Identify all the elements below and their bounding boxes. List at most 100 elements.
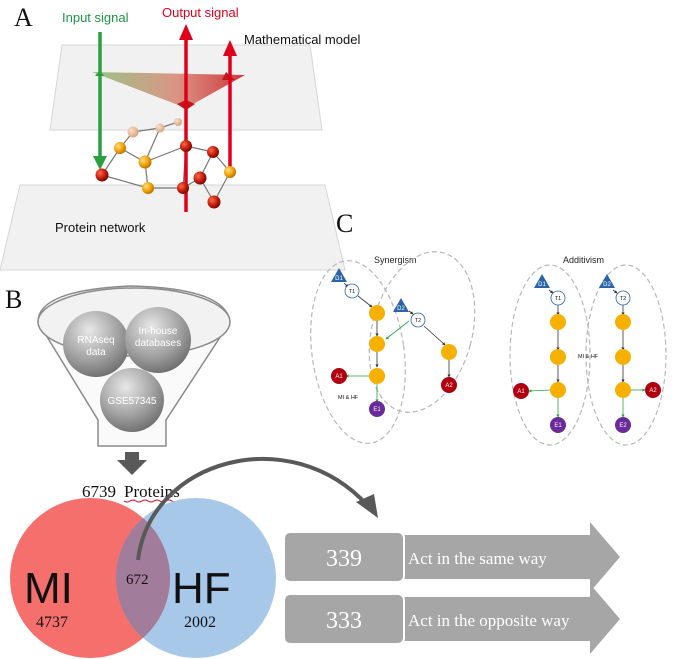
input-arrow-head xyxy=(93,156,107,170)
synergism-d1-label: D1 xyxy=(335,276,343,282)
additivism-e2-node xyxy=(615,417,631,433)
additivism-t1-label: T1 xyxy=(555,296,561,302)
additivism-t1-node xyxy=(550,290,566,306)
venn-hf-label: HF xyxy=(172,564,231,613)
panel-b-letter: B xyxy=(5,285,22,314)
synergism-e1-node xyxy=(369,401,385,417)
venn-hf-count: 2002 xyxy=(184,614,216,631)
additivism-title: Additivism xyxy=(563,255,604,265)
synergism-d1-triangle xyxy=(331,268,347,282)
venn-mi-label: MI xyxy=(24,564,73,613)
additivism-diagram: Additivism D1 T1 xyxy=(509,255,667,446)
panel-b: B RNAseq data In-house databases GSE5734… xyxy=(5,285,620,658)
output-signal-label: Output signal xyxy=(162,5,239,20)
network-node xyxy=(207,146,219,158)
inhouse-sphere xyxy=(125,307,191,373)
venn-overlap xyxy=(115,518,171,638)
network-node xyxy=(127,126,139,138)
curved-arrow-head xyxy=(356,494,378,518)
output-arrow-head-2 xyxy=(223,40,237,56)
outcome-count-box-same xyxy=(283,531,405,583)
curved-arrow xyxy=(136,457,370,561)
inhouse-label-2: databases xyxy=(135,338,181,349)
network-node xyxy=(114,142,126,154)
gse-label: GSE57345 xyxy=(108,396,157,407)
network-node xyxy=(174,118,182,126)
additivism-node xyxy=(615,349,631,365)
synergism-node xyxy=(369,305,385,321)
rnaseq-sphere xyxy=(63,311,129,377)
synergism-e1-label: E1 xyxy=(373,407,381,413)
network-node xyxy=(207,195,221,209)
additivism-d1-triangle xyxy=(534,274,550,288)
additivism-overlap-label: MI & HF xyxy=(578,354,599,360)
network-node xyxy=(142,182,154,194)
outcome-text-same: Act in the same way xyxy=(408,549,547,568)
output-arrow-head-1 xyxy=(179,24,193,40)
additivism-e1-node xyxy=(550,417,566,433)
model-triangle xyxy=(92,72,245,108)
synergism-t2-label: T2 xyxy=(415,318,421,324)
synergism-t1-label: T1 xyxy=(349,289,355,295)
protein-network-label: Protein network xyxy=(55,220,146,235)
outcome-row-same: 339 Act in the same way xyxy=(283,522,620,592)
synergism-overlap-label: MI & HF xyxy=(338,395,359,401)
synergism-a1-label: A1 xyxy=(335,374,343,380)
synergism-diagram: Synergism D1 T1 D2 xyxy=(310,251,476,444)
synergism-node xyxy=(369,336,385,352)
network-plane xyxy=(0,184,346,271)
additivism-t2-label: T2 xyxy=(620,296,626,302)
proteins-word: Proteins xyxy=(124,482,180,501)
additivism-t2-node xyxy=(615,290,631,306)
additivism-a2-label: A2 xyxy=(649,388,657,394)
synergism-a1-node xyxy=(331,368,347,384)
outcome-row-opposite: 333 Act in the opposite way xyxy=(283,584,620,654)
additivism-hf-ellipse xyxy=(585,264,667,446)
rnaseq-label-2: data xyxy=(86,347,106,358)
network-node xyxy=(180,140,192,152)
additivism-mi-ellipse xyxy=(509,264,591,446)
additivism-a2-node xyxy=(645,382,661,398)
mathematical-model-label: Mathematical model xyxy=(244,32,360,47)
additivism-d2-label: D2 xyxy=(603,282,611,288)
venn-mi-count: 4737 xyxy=(36,614,68,631)
synergism-t1-node xyxy=(344,283,360,299)
panel-a-letter: A xyxy=(14,3,33,32)
network-node xyxy=(177,182,189,194)
additivism-e2-label: E2 xyxy=(619,423,627,429)
additivism-node xyxy=(550,382,566,398)
additivism-d2-triangle xyxy=(599,274,615,288)
additivism-a1-label: A1 xyxy=(517,389,525,395)
gse-sphere xyxy=(100,368,164,432)
synergism-mi-ellipse xyxy=(310,260,406,444)
synergism-a2-node xyxy=(441,377,457,393)
network-node xyxy=(138,155,152,169)
additivism-node xyxy=(550,349,566,365)
network-node xyxy=(95,168,109,182)
additivism-node xyxy=(615,314,631,330)
panel-a: A xyxy=(0,3,360,271)
synergism-node xyxy=(441,344,457,360)
synergism-a2-label: A2 xyxy=(445,383,453,389)
network-node xyxy=(193,171,207,185)
proteins-count: 6739 xyxy=(82,482,116,501)
additivism-d1-label: D1 xyxy=(538,282,546,288)
down-arrow xyxy=(117,452,147,475)
outcome-count-same: 339 xyxy=(326,546,362,572)
synergism-d2-label: D2 xyxy=(397,306,405,312)
outcome-count-opposite: 333 xyxy=(326,608,362,634)
inhouse-label-1: In-house xyxy=(139,326,178,337)
outcome-arrow-same xyxy=(404,522,620,592)
additivism-a1-node xyxy=(513,383,529,399)
network-node xyxy=(224,166,236,178)
network-nodes xyxy=(95,118,236,209)
rnaseq-label-1: RNAseq xyxy=(77,335,114,346)
outcome-text-opposite: Act in the opposite way xyxy=(408,611,570,630)
additivism-e1-label: E1 xyxy=(554,423,562,429)
synergism-t2-node xyxy=(410,312,426,328)
network-node xyxy=(155,123,165,133)
outcome-arrow-opposite xyxy=(404,584,620,654)
outcome-count-box-opposite xyxy=(283,593,405,645)
synergism-node xyxy=(369,368,385,384)
